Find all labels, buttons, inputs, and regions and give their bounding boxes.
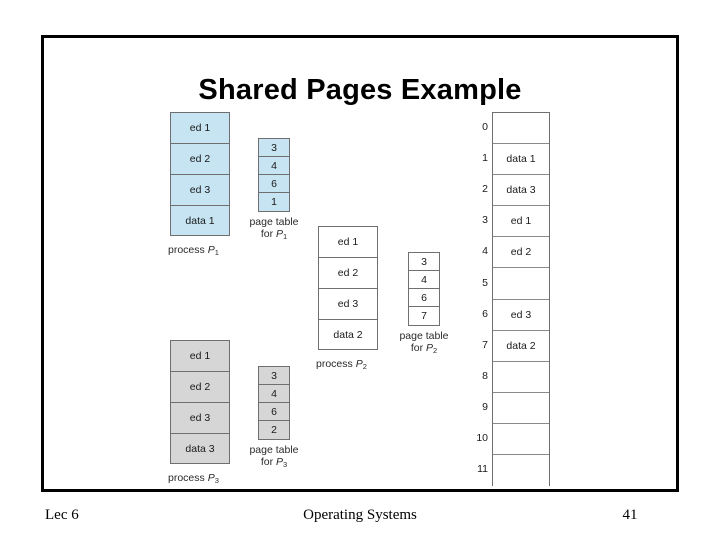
process-page-row: data 2 (333, 329, 363, 341)
process-page-row: ed 1 (319, 227, 377, 258)
page-table-caption-line1: page table (249, 216, 299, 228)
page-table-entry: 6 (409, 289, 439, 307)
process-page-row: ed 3 (319, 289, 377, 320)
memory-frame-index: 4 (482, 245, 488, 258)
page-table-caption-prefix: for (260, 228, 274, 240)
memory-frame: data 1 (493, 144, 549, 176)
memory-frame (493, 113, 549, 145)
page-table-caption-p2: page table for P2 (384, 330, 464, 355)
process-page-row: ed 1 (171, 113, 229, 144)
page-table-entry: 3 (409, 253, 439, 271)
process-label-p1: process P1 (168, 244, 219, 257)
page-table-entry: 2 (271, 424, 277, 436)
page-table-p2: 3 4 6 7 (408, 252, 440, 326)
page-table-caption-symbol: P (276, 228, 284, 240)
process-page-row: ed 2 (171, 144, 229, 175)
memory-frame-index: 11 (477, 463, 488, 476)
process-page-row: ed 2 (171, 372, 229, 403)
memory-frame-index: 8 (482, 369, 488, 382)
memory-frame (493, 361, 549, 393)
slide-footer: Lec 6 Operating Systems 41 (0, 500, 720, 534)
process-label-text: process (168, 244, 205, 256)
process-label-symbol: P (207, 244, 215, 256)
page-table-caption-index: 2 (433, 346, 438, 355)
memory-frame-index: 10 (476, 432, 488, 444)
memory-frame (493, 423, 549, 456)
memory-frame-index: 3 (482, 214, 488, 227)
page-table-entry: 3 (259, 139, 289, 157)
memory-frame: ed 3 (493, 299, 549, 331)
process-page-row: ed 2 (319, 258, 377, 289)
memory-frame: data 3 (493, 175, 549, 207)
page-table-caption-index: 1 (283, 232, 288, 241)
process-page-row: data 3 (185, 443, 215, 455)
page-table-entry: 1 (271, 196, 277, 208)
page-table-caption-symbol: P (276, 456, 284, 468)
page-table-entry: 4 (259, 157, 289, 175)
process-label-text: process (316, 358, 353, 370)
process-page-row: data 1 (185, 215, 215, 227)
page-table-p1: 3 4 6 1 (258, 138, 290, 212)
process-page-row: ed 3 (171, 175, 229, 206)
page-table-caption-p1: page table for P1 (234, 216, 314, 241)
memory-frame-index: 1 (482, 152, 488, 165)
memory-frame: ed 2 (493, 237, 549, 269)
process-label-index: 1 (214, 248, 219, 257)
page-table-caption-symbol: P (426, 342, 434, 354)
footer-course-label: Operating Systems (303, 507, 417, 523)
page-table-entry: 4 (259, 385, 289, 403)
memory-frame: ed 1 (493, 206, 549, 238)
process-page-row: ed 3 (171, 403, 229, 434)
memory-frame-index: 5 (482, 276, 488, 289)
memory-frame (493, 392, 549, 424)
process-label-text: process (168, 472, 205, 484)
page-title: Shared Pages Example (198, 74, 522, 106)
page-table-entry: 6 (259, 403, 289, 421)
physical-memory-column: data 1 data 3 ed 1 ed 2 ed 3 data 2 (492, 112, 550, 487)
process-label-p3: process P3 (168, 472, 219, 485)
slide-border-frame (41, 35, 679, 492)
process-label-index: 3 (214, 476, 219, 485)
process-page-row: ed 1 (171, 341, 229, 372)
memory-frame: data 2 (493, 330, 549, 362)
memory-frame (493, 268, 549, 300)
memory-frame-index: 7 (482, 338, 488, 351)
memory-frame-index: 9 (482, 400, 488, 413)
process-label-symbol: P (355, 358, 363, 370)
page-table-caption-p3: page table for P3 (234, 444, 314, 469)
process-block-p1: ed 1 ed 2 ed 3 data 1 (170, 112, 230, 236)
footer-lecture-label: Lec 6 (45, 507, 79, 523)
page-table-caption-line1: page table (249, 444, 299, 456)
process-label-index: 2 (362, 362, 367, 371)
page-table-entry: 7 (421, 310, 427, 322)
memory-frame-index: 2 (482, 183, 488, 196)
page-table-entry: 4 (409, 271, 439, 289)
page-table-entry: 6 (259, 175, 289, 193)
footer-page-number: 41 (622, 507, 638, 523)
page-table-caption-index: 3 (283, 460, 288, 469)
page-table-caption-prefix: for (410, 342, 424, 354)
process-label-symbol: P (207, 472, 215, 484)
process-label-p2: process P2 (316, 358, 367, 371)
process-block-p3: ed 1 ed 2 ed 3 data 3 (170, 340, 230, 464)
process-block-p2: ed 1 ed 2 ed 3 data 2 (318, 226, 378, 350)
page-table-caption-prefix: for (260, 456, 274, 468)
memory-frame-index: 0 (482, 121, 488, 133)
page-table-caption-line1: page table (399, 330, 449, 342)
page-table-entry: 3 (259, 367, 289, 385)
memory-frame-index: 6 (482, 307, 488, 320)
page-table-p3: 3 4 6 2 (258, 366, 290, 440)
memory-frame (493, 455, 549, 487)
